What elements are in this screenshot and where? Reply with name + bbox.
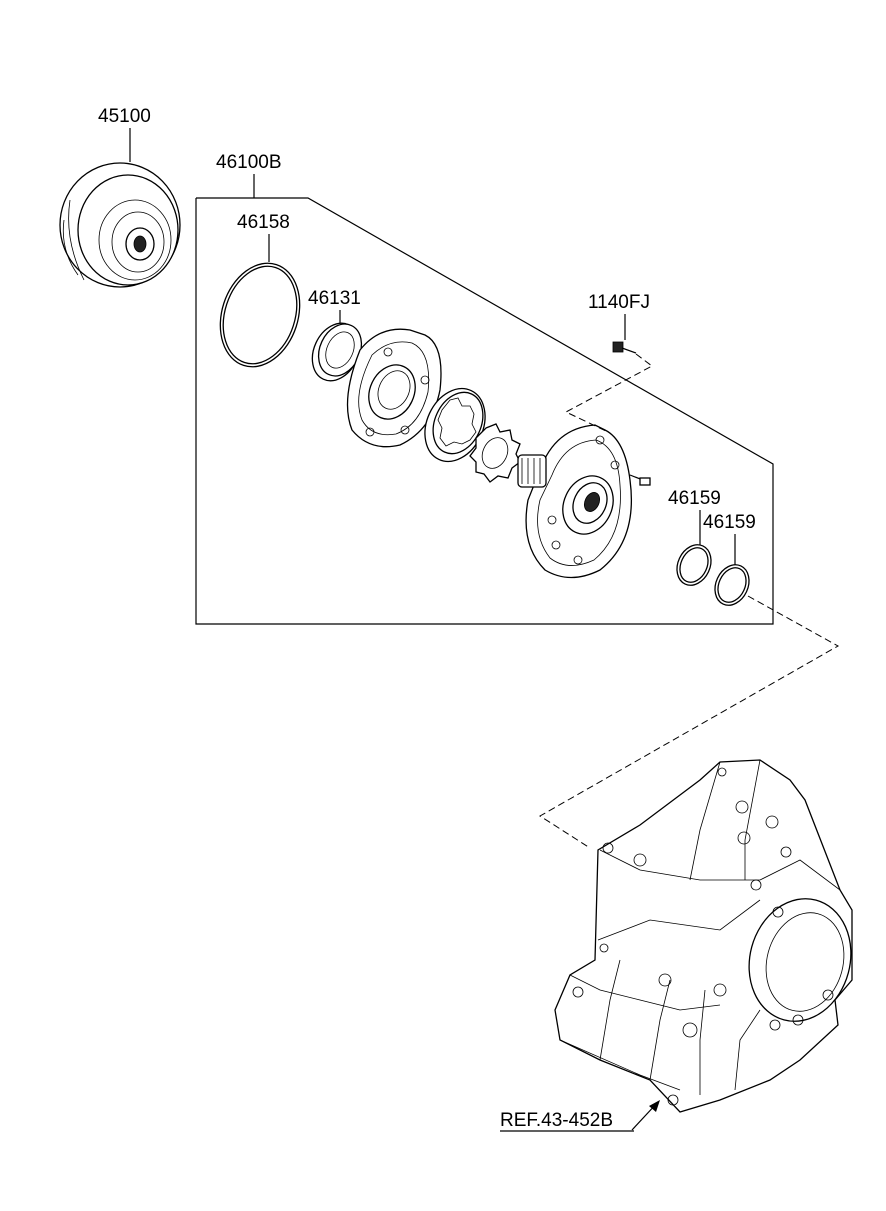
pump-housing[interactable]: [517, 424, 633, 579]
label-oil-seal: 46131: [308, 288, 361, 309]
seal-ring-1[interactable]: [671, 539, 718, 591]
label-torque-converter: 45100: [98, 106, 151, 127]
bolt-dashed-guide: [564, 353, 653, 433]
pump-assembly-frame: [195, 197, 774, 625]
reference-arrowhead: [649, 1100, 660, 1112]
label-pump-assembly: 46100B: [216, 152, 282, 173]
label-seal-ring-2: 46159: [703, 512, 756, 533]
label-bolt: 1140FJ: [588, 292, 650, 313]
o-ring[interactable]: [207, 253, 312, 377]
torque-converter[interactable]: [59, 162, 181, 288]
case-dashed-guide: [539, 595, 840, 849]
seal-ring-2[interactable]: [709, 559, 756, 611]
label-o-ring: 46158: [237, 212, 290, 233]
transmission-case[interactable]: [554, 759, 864, 1113]
inner-gear[interactable]: [469, 423, 521, 483]
label-seal-ring-1: 46159: [668, 488, 721, 509]
pump-bolt[interactable]: [629, 474, 651, 486]
label-reference: REF.43-452B: [500, 1110, 613, 1131]
bolt[interactable]: [612, 341, 637, 354]
outer-gear[interactable]: [414, 379, 497, 472]
